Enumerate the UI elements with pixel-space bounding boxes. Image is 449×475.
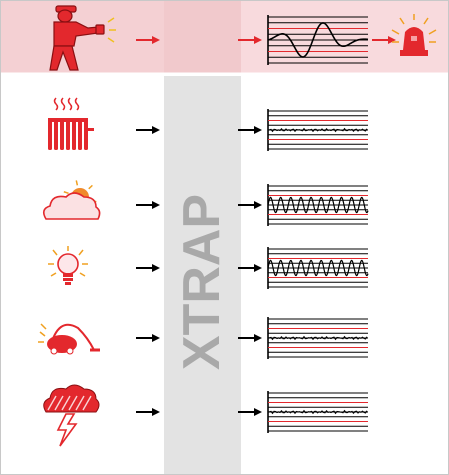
input-arrow [136, 36, 160, 44]
output-arrow [238, 201, 262, 209]
signal-trace [267, 22, 369, 58]
output-arrow [238, 334, 262, 342]
xtrap-band [164, 76, 241, 474]
input-arrow [136, 264, 160, 272]
input-arrow [136, 201, 160, 209]
signal-panel [267, 247, 369, 289]
signal-panel [267, 15, 369, 65]
radiator-icon [48, 97, 94, 150]
alert-arrow [372, 36, 396, 44]
sun-cloud-icon [42, 180, 101, 220]
signal-panel [267, 184, 369, 226]
signal-trace [267, 409, 368, 415]
output-arrow [238, 264, 262, 272]
signal-panel [267, 391, 368, 433]
signal-trace [267, 259, 369, 277]
vacuum-cleaner-icon [38, 323, 100, 355]
input-arrow [136, 408, 160, 416]
input-arrow [136, 334, 160, 342]
storm-cloud-icon [43, 384, 100, 447]
input-arrow [136, 126, 160, 134]
output-arrow [238, 408, 262, 416]
signal-trace [267, 127, 368, 133]
signal-trace [267, 196, 369, 214]
alarm-beacon-icon [391, 14, 437, 56]
intruder-icon [49, 5, 116, 71]
signal-panel [267, 109, 368, 151]
xtrap-label: XTRAP [173, 194, 231, 370]
output-arrow [238, 126, 262, 134]
signal-trace [267, 335, 368, 341]
alarm-row-band-highlight-inner [164, 1, 241, 74]
output-arrow [238, 36, 262, 44]
signal-panel [267, 317, 368, 359]
light-bulb-icon [48, 246, 88, 285]
